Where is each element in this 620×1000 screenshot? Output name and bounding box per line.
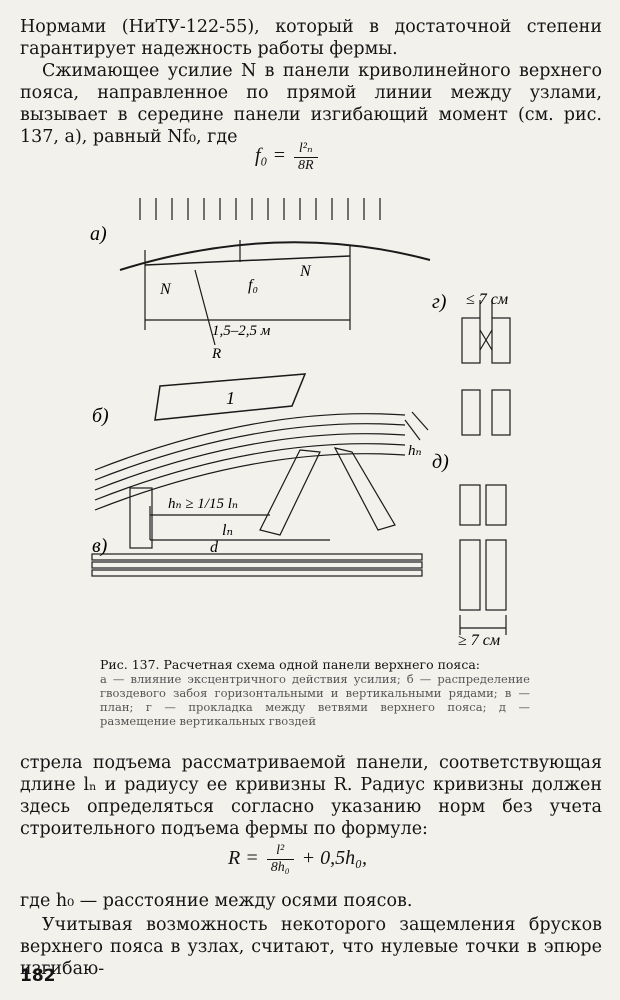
label-R: R bbox=[211, 346, 221, 362]
label-N-left: N bbox=[159, 281, 172, 298]
paragraph-4: где h₀ — расстояние между осями поясов. bbox=[20, 891, 413, 911]
label-d-dim: ≥ 7 см bbox=[458, 632, 500, 649]
label-hn: hₙ bbox=[408, 443, 422, 459]
label-ln: lₙ bbox=[222, 522, 233, 539]
label-plate-1: 1 bbox=[226, 388, 235, 408]
chord-line bbox=[144, 255, 351, 266]
formula-f0-denominator: 8R bbox=[298, 158, 314, 173]
formula-R-lhs: R = bbox=[228, 847, 264, 870]
formula-R-numerator: l² bbox=[266, 843, 294, 860]
page-number: 182 bbox=[20, 966, 56, 986]
diagonal-left bbox=[259, 449, 321, 536]
load-arrows bbox=[139, 198, 381, 220]
label-v: в) bbox=[92, 535, 108, 557]
label-g-dim: ≤ 7 см bbox=[466, 291, 508, 308]
paragraph-5: Учитывая возможность некоторого защемлен… bbox=[20, 915, 602, 979]
paragraph-2: Сжимающее усилие N в панели криволинейно… bbox=[20, 61, 602, 147]
arch-curve bbox=[119, 241, 431, 271]
label-dd: д) bbox=[432, 451, 449, 473]
formula-f0-numerator: l²ₙ bbox=[294, 140, 318, 158]
label-f0: f₀ bbox=[248, 277, 258, 294]
label-a: а) bbox=[90, 223, 107, 245]
label-b: б) bbox=[92, 405, 109, 427]
formula-f0-lhs: f₀ = bbox=[255, 144, 292, 167]
formula-R-denominator: 8h₀ bbox=[270, 860, 290, 875]
paragraph-1: Нормами (НиТУ-122-55), который в достато… bbox=[20, 17, 602, 59]
label-g: г) bbox=[432, 291, 447, 313]
label-span: 1,5–2,5 м bbox=[212, 323, 271, 339]
label-hn-ratio: hₙ ≥ 1/15 lₙ bbox=[168, 496, 238, 512]
figure-caption: Рис. 137. Расчетная схема одной панели в… bbox=[100, 657, 530, 729]
paragraph-3: стрела подъема рассматриваемой панели, с… bbox=[20, 753, 602, 839]
figure-137: а) N N f₀ 1,5–2,5 м R б) 1 hₙ hₙ ≥ 1/15 … bbox=[90, 198, 511, 649]
diagonal-right bbox=[333, 447, 396, 531]
vertical-post bbox=[129, 487, 153, 549]
section-d bbox=[459, 484, 507, 635]
chord-planks bbox=[94, 413, 406, 511]
caption-title: Рис. 137. Расчетная схема одной панели в… bbox=[100, 657, 480, 672]
formula-R-rhs: + 0,5h₀, bbox=[296, 847, 368, 870]
label-N-right: N bbox=[299, 263, 312, 280]
label-d: d bbox=[210, 539, 219, 556]
plan-view bbox=[91, 553, 423, 577]
plate-1 bbox=[154, 373, 307, 421]
section-g bbox=[461, 300, 511, 436]
caption-body: а — влияние эксцентричного действия усил… bbox=[100, 672, 530, 728]
